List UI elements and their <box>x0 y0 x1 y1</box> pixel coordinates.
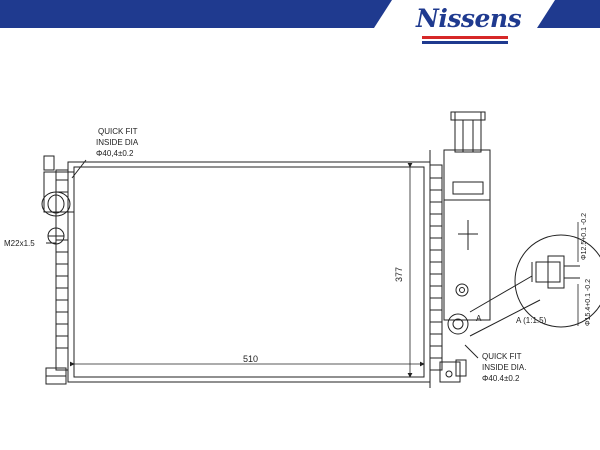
header-banner <box>0 0 600 28</box>
callout-marker: A <box>476 314 482 323</box>
logo-blue-stripe <box>422 41 508 44</box>
banner-left-band <box>0 0 392 28</box>
quick-fit-bottom-line2: INSIDE DIA. <box>482 363 526 372</box>
height-dimension: 377 <box>394 267 404 282</box>
logo-red-stripe <box>422 36 508 39</box>
width-dimension: 510 <box>243 354 258 364</box>
right-tank-fins <box>429 164 443 371</box>
bottom-left-fitting <box>45 367 67 385</box>
quick-fit-bottom-line3: Φ40.4±0.2 <box>482 374 520 383</box>
quick-fit-bottom-line1: QUICK FIT <box>482 352 522 361</box>
expansion-tank <box>443 111 491 321</box>
radiator-core-outer <box>67 161 431 383</box>
brand-logo: Nissens <box>416 4 522 46</box>
detail-dimension-2: Φ15.4+0.1 -0.2 <box>585 279 592 326</box>
brand-name: Nissens <box>416 4 522 33</box>
drain-plug <box>47 227 65 245</box>
quick-fit-top-line3: Φ40,4±0.2 <box>96 149 134 158</box>
thread-label: M22x1.5 <box>4 239 35 248</box>
detail-a-circle <box>514 234 600 328</box>
detail-dimension-1: Φ12.5+0.1 -0.2 <box>581 213 588 260</box>
left-tank-fins <box>55 169 69 371</box>
bottom-right-outlet <box>439 313 469 383</box>
upper-left-inlet <box>41 155 75 217</box>
quick-fit-top-line2: INSIDE DIA <box>96 138 139 147</box>
radiator-core-inner <box>73 166 425 378</box>
detail-a-fitting <box>531 255 580 289</box>
banner-right-band <box>537 0 600 28</box>
detail-label: A (1:1.5) <box>516 316 547 325</box>
quick-fit-top-line1: QUICK FIT <box>98 127 138 136</box>
